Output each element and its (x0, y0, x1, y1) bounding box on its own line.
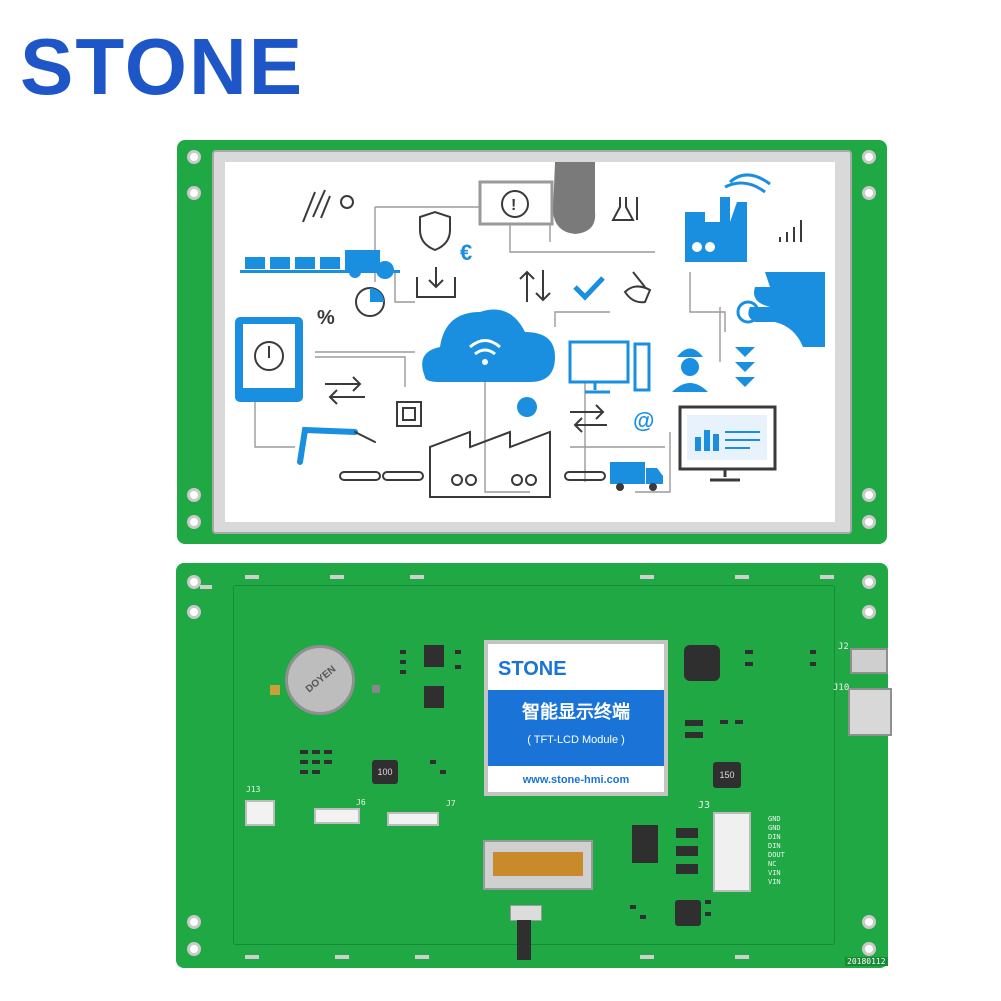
pin-label: DIN (768, 842, 781, 850)
fpc-tail (517, 920, 531, 960)
pin-label: DOUT (768, 851, 785, 859)
j13-connector (245, 800, 275, 826)
mount-hole (187, 605, 201, 619)
mount-hole (187, 915, 201, 929)
usb-mini-connector (850, 648, 888, 674)
mount-hole (862, 605, 876, 619)
conveyor-icon (339, 471, 606, 481)
alert-cycle-icon: ! (478, 180, 554, 226)
mount-hole (862, 150, 876, 164)
mount-hole (862, 575, 876, 589)
silk-j13: J13 (246, 785, 261, 794)
mount-hole (862, 186, 876, 200)
j7-connector (387, 812, 439, 826)
download-tray-icon (416, 267, 456, 298)
dashboard-monitor-icon (678, 405, 777, 482)
silk-j2: J2 (838, 642, 849, 652)
fpc-ribbon (493, 852, 583, 876)
silk-pin-labels: GND GND DIN DIN DOUT NC VIN VIN (768, 815, 785, 887)
ic-chip (424, 686, 444, 708)
inductor-150: 150 (713, 762, 741, 788)
pin-label: GND (768, 824, 781, 832)
mount-hole (187, 515, 201, 529)
silk-j7: J7 (446, 799, 456, 808)
battery-label: DOYEN (303, 663, 339, 696)
j3-header (713, 812, 751, 892)
screen-illustration: € % (235, 162, 825, 498)
monitor-icon (568, 340, 651, 394)
mount-hole (862, 915, 876, 929)
brand-logo: STONE (20, 22, 305, 111)
down-chevrons-icon (735, 347, 755, 387)
truck-icon (610, 462, 663, 491)
factory-wifi-icon (685, 173, 771, 262)
svg-text:!: ! (511, 197, 516, 214)
silk-j6: J6 (356, 798, 366, 807)
fpc-connector (483, 840, 593, 890)
ic-chip (424, 645, 444, 667)
globe-icon (517, 397, 537, 417)
mount-hole (862, 488, 876, 502)
updown-arrows-icon (519, 270, 551, 302)
pie-chart-icon (355, 287, 385, 317)
swap-arrows-icon-2 (570, 404, 607, 433)
cloud-wifi-icon (422, 309, 555, 382)
ic-chip (632, 825, 658, 863)
lcd-screen: € % (225, 162, 835, 522)
small-fpc-connector (510, 905, 542, 921)
inductor-top (684, 645, 720, 681)
factory-icon (429, 430, 551, 498)
wheat-icon (302, 189, 331, 223)
pcb-inner-area (233, 585, 835, 945)
at-icon: @ (633, 408, 654, 433)
mount-hole (187, 942, 201, 956)
coin-cell-battery: DOYEN (285, 645, 355, 715)
tractor-icon (240, 250, 400, 279)
j6-connector (314, 808, 360, 824)
module-type: ( TFT-LCD Module ) (527, 734, 625, 746)
swap-arrows-icon (325, 376, 365, 405)
pin-label: NC (768, 860, 777, 868)
tablet-power-icon (235, 317, 303, 402)
ic-chip (676, 828, 698, 838)
pin-label: DIN (768, 833, 781, 841)
mount-hole (862, 515, 876, 529)
thumb-hand-icon (736, 272, 825, 347)
module-website: www.stone-hmi.com (522, 774, 630, 786)
engineer-icon (672, 348, 708, 392)
silk-j10: J10 (833, 683, 850, 693)
shield-icon (419, 210, 451, 252)
silk-date-code: 20180112 (845, 957, 888, 966)
mount-hole (187, 150, 201, 164)
euro-icon: € (460, 240, 472, 265)
module-label: STONE 智能显示终端 ( TFT-LCD Module ) www.ston… (484, 640, 668, 796)
pin-label: VIN (768, 869, 781, 877)
robot-arm-icon (297, 426, 376, 465)
timer-icon (340, 195, 354, 209)
hand-pointer-icon (553, 162, 596, 234)
usb-a-connector (848, 688, 892, 736)
inductor-bottom (675, 900, 701, 926)
module-chinese-text: 智能显示终端 (522, 702, 630, 723)
mount-hole (187, 488, 201, 502)
lab-flask-icon (611, 197, 638, 221)
cleaning-icon (623, 271, 652, 304)
check-icon (573, 276, 605, 301)
pin-label: VIN (768, 878, 781, 886)
percent-icon: % (317, 307, 335, 329)
silk-j3: J3 (698, 800, 711, 811)
signal-bars-icon (779, 220, 802, 242)
inductor-100: 100 (372, 760, 398, 784)
module-brand: STONE (498, 658, 567, 680)
ic-chip (676, 846, 698, 856)
module-band (488, 690, 664, 766)
mount-hole (187, 575, 201, 589)
pin-label: GND (768, 815, 781, 823)
mount-hole (862, 942, 876, 956)
chip-icon (396, 401, 422, 427)
mount-hole (187, 186, 201, 200)
ic-chip (676, 864, 698, 874)
